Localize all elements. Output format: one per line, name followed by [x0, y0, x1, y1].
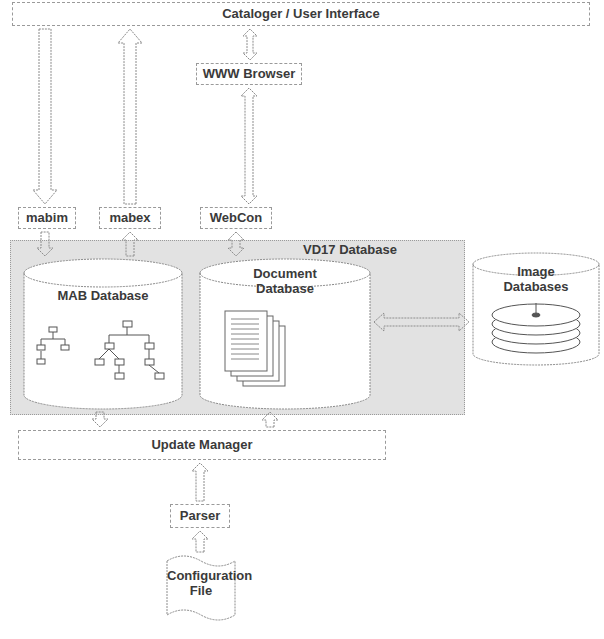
- process-box: WWW Browser: [196, 63, 302, 85]
- process-box: Update Manager: [18, 430, 386, 460]
- database-group: VD17 DatabaseMAB Database Document Databa…: [10, 240, 465, 415]
- tree-icon: [37, 321, 164, 379]
- cylinder-body: [200, 259, 370, 409]
- disc-icon: [492, 303, 580, 353]
- node-label: Cataloger / User Interface: [222, 7, 380, 22]
- node-label: WebCon: [210, 211, 262, 226]
- node-label: Update Manager: [151, 438, 252, 453]
- cylinder-body: [473, 253, 599, 365]
- interface-box: Cataloger / User Interface: [12, 2, 590, 26]
- hollow-arrow: [243, 29, 257, 60]
- file-outline: [167, 556, 235, 620]
- node-label: Parser: [180, 509, 220, 524]
- node-label: Configuration File: [167, 569, 235, 599]
- node-label: mabex: [109, 211, 150, 226]
- cylinder-body: [24, 259, 182, 409]
- database-cylinder: Document Database: [199, 259, 371, 409]
- process-box: Parser: [170, 504, 230, 528]
- node-label: MAB Database: [33, 289, 173, 304]
- node-label: mabim: [26, 211, 68, 226]
- hollow-arrow: [192, 531, 208, 552]
- process-box: mabim: [18, 207, 76, 229]
- node-label: Document Database: [235, 267, 335, 297]
- file-document: Configuration File: [166, 555, 236, 621]
- process-box: mabex: [99, 207, 161, 229]
- pages-icon: [225, 311, 285, 386]
- group-label: VD17 Database: [303, 243, 397, 258]
- hollow-arrow: [33, 29, 57, 204]
- node-label: WWW Browser: [203, 67, 295, 82]
- cylinder-outline: [23, 259, 183, 409]
- database-cylinder: Image Databases: [472, 253, 600, 365]
- process-box: WebCon: [200, 207, 272, 229]
- cylinder-rim: [24, 273, 182, 287]
- hollow-arrow: [118, 29, 142, 204]
- database-cylinder: MAB Database: [23, 259, 183, 409]
- hollow-arrow: [192, 463, 208, 501]
- node-label: Image Databases: [486, 265, 586, 295]
- hollow-arrow: [241, 88, 257, 204]
